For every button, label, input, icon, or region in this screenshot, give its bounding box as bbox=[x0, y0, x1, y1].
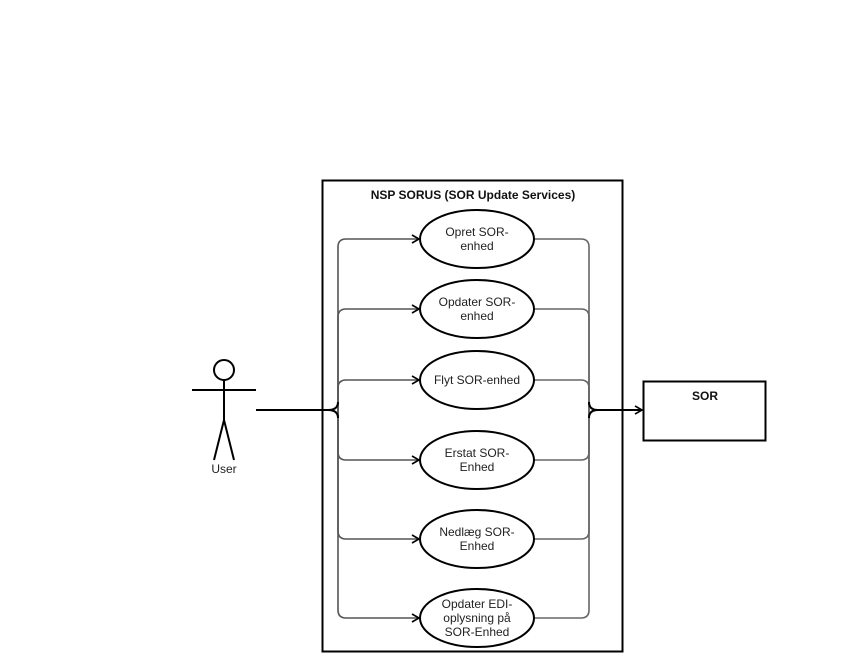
use-case-label: Opdater EDI- bbox=[442, 597, 513, 611]
use-case-label: Enhed bbox=[460, 460, 495, 474]
use-case-label: SOR-Enhed bbox=[445, 625, 510, 639]
output-connector-opret bbox=[534, 238, 590, 410]
sor-box bbox=[642, 380, 767, 442]
use-case-label: Opret SOR- bbox=[445, 225, 508, 239]
use-case-flyt[interactable]: Flyt SOR-enhed bbox=[419, 350, 535, 410]
use-case-ellipse bbox=[419, 350, 535, 410]
connectors bbox=[327, 234, 599, 623]
use-case-ellipse bbox=[419, 279, 535, 339]
output-connector-opdater bbox=[534, 308, 590, 410]
use-case-nedlaeg[interactable]: Nedlæg SOR-Enhed bbox=[419, 509, 535, 569]
use-case-opdater[interactable]: Opdater SOR-enhed bbox=[419, 279, 535, 339]
use-case-label: oplysning på bbox=[443, 611, 511, 625]
actor-right-leg bbox=[223, 419, 235, 461]
include-connector-opret bbox=[337, 234, 421, 410]
include-connector-flyt bbox=[337, 375, 421, 410]
actor-head bbox=[213, 359, 235, 381]
right-bracket-join-lower bbox=[588, 409, 599, 419]
system-boundary-title: NSP SORUS (SOR Update Services) bbox=[371, 188, 576, 202]
use-case-erstat[interactable]: Erstat SOR-Enhed bbox=[419, 430, 535, 490]
left-bracket-join-lower bbox=[327, 409, 339, 419]
external-system-sor[interactable]: SOR bbox=[642, 380, 767, 442]
include-connector-opdater bbox=[337, 304, 421, 410]
use-case-label: Flyt SOR-enhed bbox=[434, 373, 520, 387]
use-case-label: Enhed bbox=[460, 539, 495, 553]
actor-label: User bbox=[211, 462, 236, 476]
sor-label: SOR bbox=[692, 389, 718, 403]
use-case-opret[interactable]: Opret SOR-enhed bbox=[419, 209, 535, 269]
use-case-ellipse bbox=[419, 209, 535, 269]
actor-user[interactable]: User bbox=[192, 359, 256, 476]
use-case-label: Opdater SOR- bbox=[439, 295, 516, 309]
use-case-label: enhed bbox=[460, 309, 493, 323]
use-case-ellipse bbox=[419, 588, 535, 648]
output-connector-flyt bbox=[534, 379, 590, 410]
use-case-ellipse bbox=[419, 430, 535, 490]
use-case-label: Nedlæg SOR- bbox=[439, 525, 514, 539]
output-connector-opdater-edi bbox=[534, 410, 590, 619]
use-case-label: Erstat SOR- bbox=[445, 446, 510, 460]
actor-left-leg bbox=[213, 419, 225, 461]
use-case-ellipse bbox=[419, 509, 535, 569]
include-connector-opdater-edi bbox=[337, 410, 421, 623]
use-case-label: enhed bbox=[460, 239, 493, 253]
